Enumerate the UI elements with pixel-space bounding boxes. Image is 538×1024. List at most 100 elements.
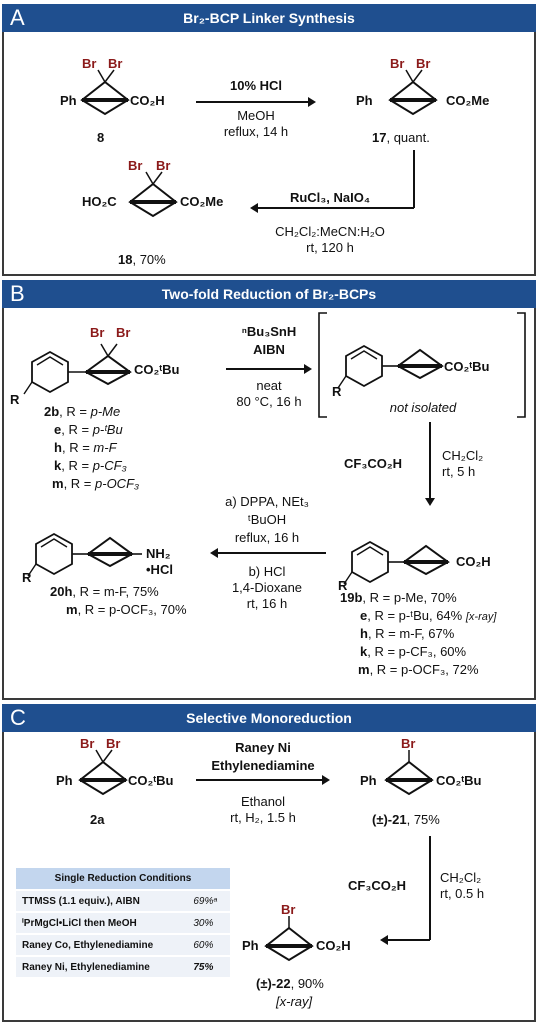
reagent-label: ᵗBuOH [247,512,287,527]
acid-label: CO₂H [316,938,351,953]
compound-number: (±)-21 [372,812,407,827]
r-group-label: R [22,570,32,585]
reagent-label: CF₃CO₂H [348,878,407,893]
yield-cell: 75% [187,956,230,979]
ester-label: CO₂Me [446,93,490,108]
solvent-label: MeOH [237,108,275,123]
phenyl-label: Ph [360,773,377,788]
yield-cell: 30% [187,912,230,935]
reaction-arrow [226,364,312,374]
aryl-bcp-structure-2 [23,343,132,395]
conditions-label: rt, 16 h [246,596,288,611]
r-prefix: R = [68,458,93,473]
compound-yield: , 75% [406,812,440,827]
ester-label: CO₂Me [180,194,224,209]
phenyl-label: Ph [60,93,77,108]
r-substituent: p-CF₃ [92,458,127,473]
compound-number: (±)-22 [256,976,291,991]
list-item: k, R = p-CF₃ [54,458,127,473]
reagent-label: ⁿBu₃SnH [241,324,297,339]
bcp-structure-17 [388,69,438,116]
bromine-label: Br [90,325,105,340]
reaction-arrow [210,548,326,558]
list-item: h, R = m-F, 67% [360,626,454,642]
yield-cell: 69%ᵃ [187,890,230,913]
bromine-label: Br [156,158,171,173]
bcp-structure-22 [264,916,314,962]
bromine-label: Br [106,736,121,751]
reagent-label: 10% HCl [229,78,283,93]
product-text: , R = p-Me, 70% [362,590,457,605]
product-text: , R = p-ᵗBu, 64% [367,608,463,623]
condition-cell: Raney Ni, Ethylenediamine [16,956,188,979]
bromine-label: Br [80,736,95,751]
not-isolated-label: not isolated [389,400,457,415]
list-item: e, R = p-ᵗBu [54,422,123,437]
panel-title: Two-fold Reduction of Br₂-BCPs [161,286,377,302]
solvent-label: CH₂Cl₂ [440,870,482,885]
compound-id: k [360,644,368,659]
table-row: Raney Ni, Ethylenediamine 75% [16,956,230,979]
list-item: h, R = m-F [54,440,117,455]
bromine-label: Br [390,56,405,71]
reagent-label: Raney Ni [235,740,291,755]
compound-21-label: (±)-21, 75% [372,812,440,828]
xray-note: [x-ray] [276,994,313,1009]
bracket-left [318,312,327,418]
ester-label: CO₂ᵗBu [128,773,174,788]
panel-letter: B [10,281,25,306]
product-text: , R = m-F, 75% [72,584,159,599]
compound-22-label: (±)-22, 90% [256,976,324,992]
list-item: 2b, R = p-Me [44,404,121,419]
compound-id: e [54,422,62,437]
compound-id: e [360,608,368,623]
list-item: k, R = p-CF₃, 60% [360,644,466,660]
panel-b-header: B Two-fold Reduction of Br₂-BCPs [2,280,536,308]
panel-c-header: C Selective Monoreduction [2,704,536,732]
panel-title: Selective Monoreduction [186,710,352,726]
ester-label: CO₂ᵗBu [444,359,490,374]
solvent-label: CH₂Cl₂ [442,448,484,463]
product-text: , R = m-F, 67% [367,626,455,641]
compound-yield: , 90% [290,976,324,991]
reagent-label: RuCl₃, NaIO₄ [289,190,371,205]
compound-id: 20h [50,584,73,599]
phenyl-label: Ph [356,93,373,108]
condition-cell: TTMSS (1.1 equiv.), AIBN [16,890,188,913]
aryl-bcp-amine-20 [27,532,142,577]
compound-id: m [66,602,78,617]
acid-label: CO₂H [456,554,491,569]
yield-cell: 60% [187,934,230,957]
table-header-row: Single Reduction Conditions [16,868,230,891]
compound-id: h [360,626,368,641]
r-prefix: R = [69,440,94,455]
product-text: , R = p-OCF₃, 70% [77,602,187,617]
conditions-label: reflux, 14 h [223,124,289,139]
r-prefix: R = [66,404,91,419]
reagent-label: AIBN [253,342,285,357]
aryl-bcp-intermediate [337,344,444,389]
reagent-label: a) DPPA, NEt₃ [225,494,309,509]
compound-18-label: 18, 70% [118,252,166,268]
bromine-label: Br [401,736,416,751]
product-text: , R = p-CF₃, 60% [367,644,467,659]
table-row: TTMSS (1.1 equiv.), AIBN 69%ᵃ [16,890,230,913]
compound-yield: , quant. [386,130,430,145]
amine-label: NH₂ [146,546,171,561]
list-item: 19b, R = p-Me, 70% [340,590,457,606]
bromine-label: Br [116,325,131,340]
product-text: , R = p-OCF₃, 72% [369,662,479,677]
acid-label: HO₂C [82,194,117,209]
compound-number: 18 [118,252,133,267]
bracket-right [517,312,526,418]
ester-label: CO₂ᵗBu [134,362,180,377]
bcp-structure-2a [78,749,128,796]
compound-id: k [54,458,62,473]
list-item: m, R = p-OCF₃, 72% [358,662,479,678]
reagent-label: CF₃CO₂H [344,456,403,471]
reaction-arrow [250,150,415,213]
solvent-label: neat [256,378,282,393]
reaction-arrow [196,775,330,785]
solvent-label: Ethanol [240,794,286,809]
hcl-salt-label: •HCl [146,562,173,577]
